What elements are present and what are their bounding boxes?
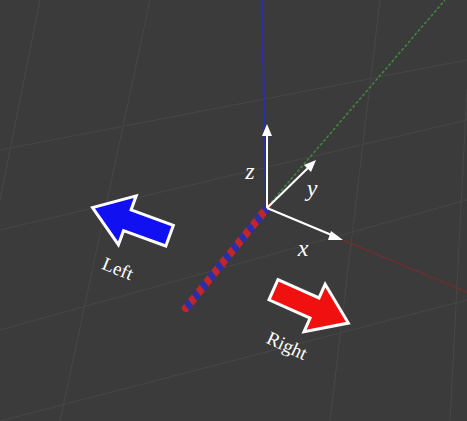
axis-arrows: [262, 124, 343, 240]
striped-rod: [186, 208, 267, 308]
left-arrow: [84, 183, 179, 260]
direction-label: Left: [100, 253, 136, 282]
z-axis-line: [262, 0, 266, 206]
axis-label: y: [307, 176, 318, 200]
y-axis-line: [268, 0, 445, 206]
axis-label: z: [245, 159, 254, 183]
axis-label: x: [298, 236, 309, 260]
x-axis-line: [343, 240, 467, 292]
